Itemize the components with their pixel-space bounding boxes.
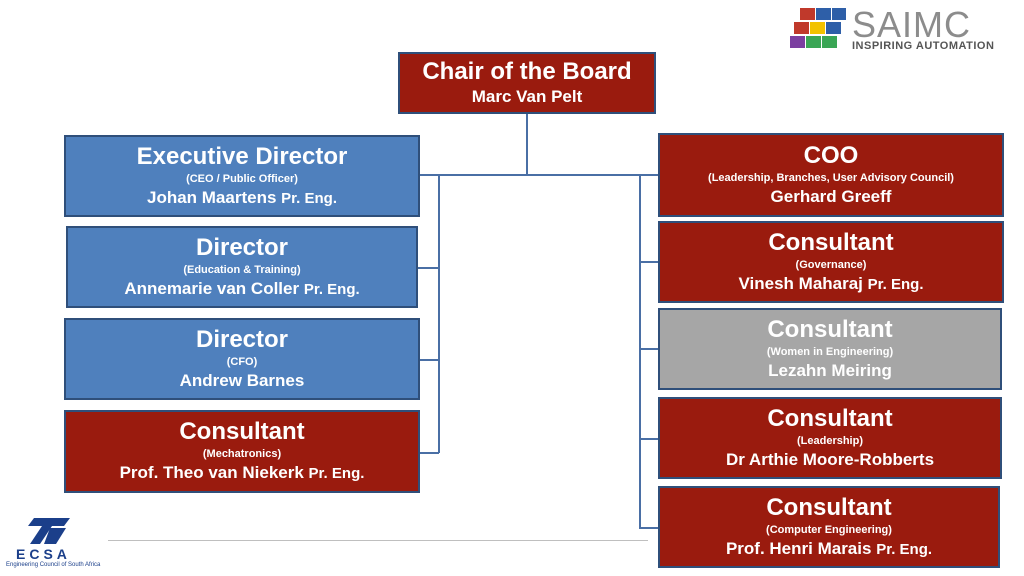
connector-left-4 — [420, 452, 439, 454]
right-box-1-name: Gerhard Greeff — [770, 186, 892, 206]
connector-right-4 — [640, 438, 660, 440]
right-box-1-title: COO — [803, 141, 859, 169]
left-box-3-name: Andrew Barnes — [179, 370, 305, 390]
connector-left-2 — [418, 267, 439, 269]
left-box-1-title: Executive Director — [136, 142, 348, 170]
chair-name: Marc Van Pelt — [471, 87, 583, 106]
right-box-3-name: Lezahn Meiring — [768, 360, 892, 380]
ecsa-logo: ECSA Engineering Council of South Africa — [6, 516, 100, 572]
connector-left-3 — [420, 359, 439, 361]
left-box-3: Director (CFO) Andrew Barnes — [64, 318, 420, 400]
connector-left-spine — [438, 175, 440, 453]
right-box-5-name: Prof. Henri Marais Pr. Eng. — [725, 538, 933, 558]
left-box-1-name: Johan Maartens Pr. Eng. — [146, 187, 338, 207]
right-box-2-sub: (Governance) — [795, 258, 867, 271]
chair-box: Chair of the Board Marc Van Pelt — [398, 52, 656, 114]
chair-title: Chair of the Board — [422, 58, 632, 85]
right-box-3-sub: (Women in Engineering) — [766, 345, 894, 358]
left-box-4-sub: (Mechatronics) — [202, 448, 282, 460]
right-box-1: COO (Leadership, Branches, User Advisory… — [658, 133, 1004, 217]
left-box-1: Executive Director (CEO / Public Officer… — [64, 135, 420, 217]
right-box-4-name: Dr Arthie Moore-Robberts — [725, 449, 935, 469]
left-box-3-title: Director — [195, 325, 289, 353]
right-box-2-name: Vinesh Maharaj Pr. Eng. — [738, 273, 924, 293]
right-box-4-title: Consultant — [767, 404, 893, 432]
connector-chair-down — [526, 113, 528, 175]
right-box-1-sub: (Leadership, Branches, User Advisory Cou… — [708, 171, 954, 184]
ecsa-logo-icon — [28, 518, 70, 544]
left-box-4-title: Consultant — [179, 418, 305, 445]
left-box-2: Director (Education & Training) Annemari… — [66, 226, 418, 308]
connector-right-3 — [640, 348, 660, 350]
connector-right-5 — [640, 527, 660, 529]
footer-divider — [108, 540, 648, 541]
left-box-4-name: Prof. Theo van Niekerk Pr. Eng. — [119, 463, 365, 482]
ecsa-subtitle: Engineering Council of South Africa — [6, 562, 101, 568]
saimc-logo-icon — [790, 8, 846, 48]
right-box-4: Consultant (Leadership) Dr Arthie Moore-… — [658, 397, 1002, 479]
right-box-3-title: Consultant — [767, 315, 893, 343]
saimc-logo: SAIMC INSPIRING AUTOMATION — [786, 6, 1016, 54]
right-box-3: Consultant (Women in Engineering) Lezahn… — [658, 308, 1002, 390]
right-box-5-title: Consultant — [766, 493, 892, 521]
left-box-2-title: Director — [195, 233, 289, 261]
right-box-5-sub: (Computer Engineering) — [766, 523, 892, 536]
connector-right-2 — [640, 261, 660, 263]
right-box-4-sub: (Leadership) — [796, 434, 863, 447]
saimc-tagline: INSPIRING AUTOMATION — [852, 40, 995, 52]
right-box-2: Consultant (Governance) Vinesh Maharaj P… — [658, 221, 1004, 303]
left-box-2-name: Annemarie van Coller Pr. Eng. — [124, 278, 360, 298]
ecsa-wordmark: ECSA — [16, 546, 71, 562]
connector-horizontal — [420, 174, 658, 176]
saimc-wordmark: SAIMC — [852, 4, 972, 45]
left-box-1-sub: (CEO / Public Officer) — [186, 172, 298, 185]
right-box-5: Consultant (Computer Engineering) Prof. … — [658, 486, 1000, 568]
connector-right-spine — [639, 175, 641, 529]
left-box-2-sub: (Education & Training) — [183, 263, 301, 276]
left-box-3-sub: (CFO) — [226, 355, 258, 368]
left-box-4: Consultant (Mechatronics) Prof. Theo van… — [64, 410, 420, 493]
right-box-2-title: Consultant — [768, 228, 894, 256]
